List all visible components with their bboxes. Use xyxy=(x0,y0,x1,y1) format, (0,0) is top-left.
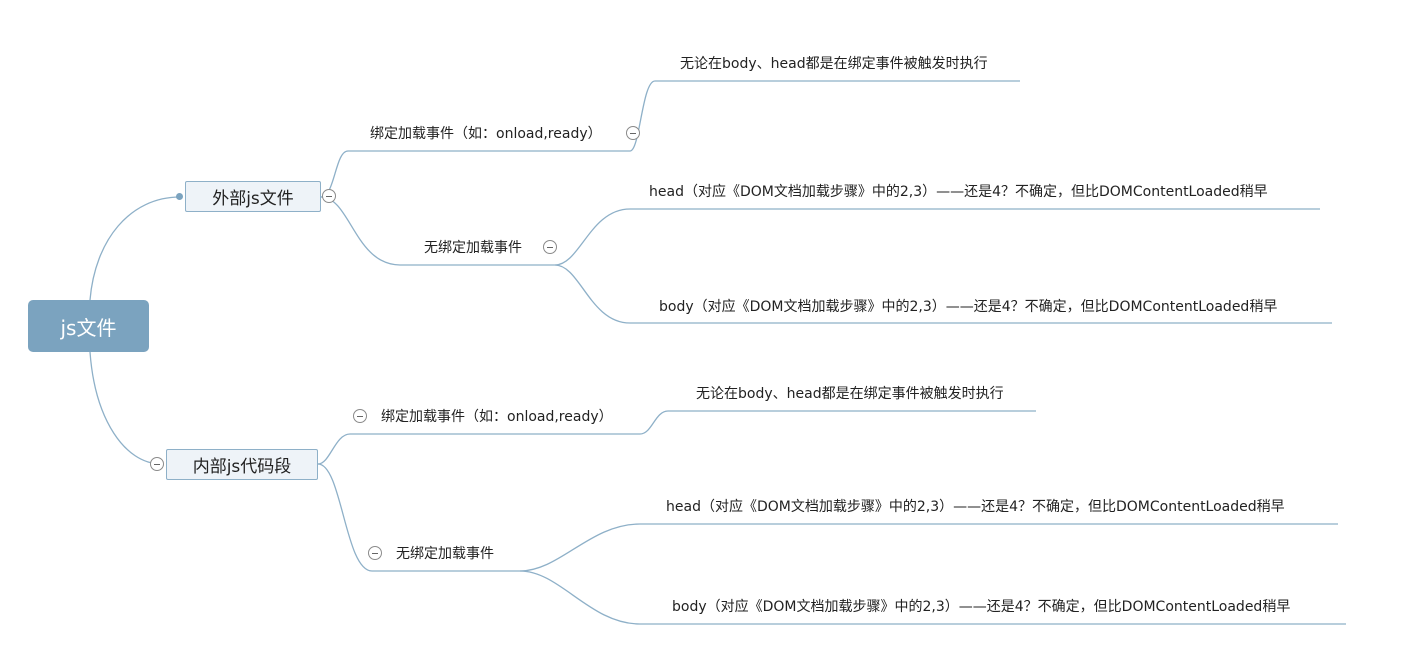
connector-internal-unbound-head xyxy=(519,523,1338,572)
connector-external-bound-leaf xyxy=(629,80,1020,152)
branch-connector-dot xyxy=(176,193,183,200)
collapse-icon[interactable] xyxy=(322,189,336,203)
connector-external-unbound-head xyxy=(554,208,1320,266)
connector-internal-bound-leaf xyxy=(639,410,1036,435)
root-topic-label: js文件 xyxy=(60,315,117,340)
collapse-icon[interactable] xyxy=(150,457,164,471)
topic-internal-js[interactable]: 内部js代码段 xyxy=(166,449,318,480)
connector-root-external xyxy=(89,196,181,301)
subtopic-external-bound[interactable]: 绑定加载事件（如：onload,ready） xyxy=(370,126,602,142)
leaf-internal-unbound-head[interactable]: head（对应《DOM文档加载步骤》中的2,3）——还是4？不确定，但比DOMC… xyxy=(666,499,1285,515)
leaf-internal-unbound-body[interactable]: body（对应《DOM文档加载步骤》中的2,3）——还是4？不确定，但比DOMC… xyxy=(672,599,1291,615)
topic-external-js[interactable]: 外部js文件 xyxy=(185,181,321,212)
leaf-external-bound-0[interactable]: 无论在body、head都是在绑定事件被触发时执行 xyxy=(680,56,988,72)
subtopic-internal-unbound[interactable]: 无绑定加载事件 xyxy=(396,546,494,562)
collapse-icon[interactable] xyxy=(543,240,557,254)
connector-internal-bound xyxy=(317,433,640,465)
leaf-external-unbound-body[interactable]: body（对应《DOM文档加载步骤》中的2,3）——还是4？不确定，但比DOMC… xyxy=(659,299,1278,315)
topic-internal-js-label: 内部js代码段 xyxy=(192,457,292,477)
connector-internal-unbound-body xyxy=(519,570,1346,625)
connector-external-bound xyxy=(320,150,630,198)
topic-external-js-label: 外部js文件 xyxy=(212,189,294,209)
connector-internal-unbound xyxy=(317,463,520,572)
collapse-icon[interactable] xyxy=(368,546,382,560)
subtopic-external-unbound[interactable]: 无绑定加载事件 xyxy=(424,240,522,256)
leaf-external-unbound-head[interactable]: head（对应《DOM文档加载步骤》中的2,3）——还是4？不确定，但比DOMC… xyxy=(649,184,1268,200)
collapse-icon[interactable] xyxy=(353,409,367,423)
connector-external-unbound-body xyxy=(554,264,1332,324)
connector-root-internal xyxy=(89,351,161,465)
root-topic[interactable]: js文件 xyxy=(28,300,149,352)
collapse-icon[interactable] xyxy=(626,126,640,140)
subtopic-internal-bound[interactable]: 绑定加载事件（如：onload,ready） xyxy=(381,409,613,425)
leaf-internal-bound-0[interactable]: 无论在body、head都是在绑定事件被触发时执行 xyxy=(696,386,1004,402)
